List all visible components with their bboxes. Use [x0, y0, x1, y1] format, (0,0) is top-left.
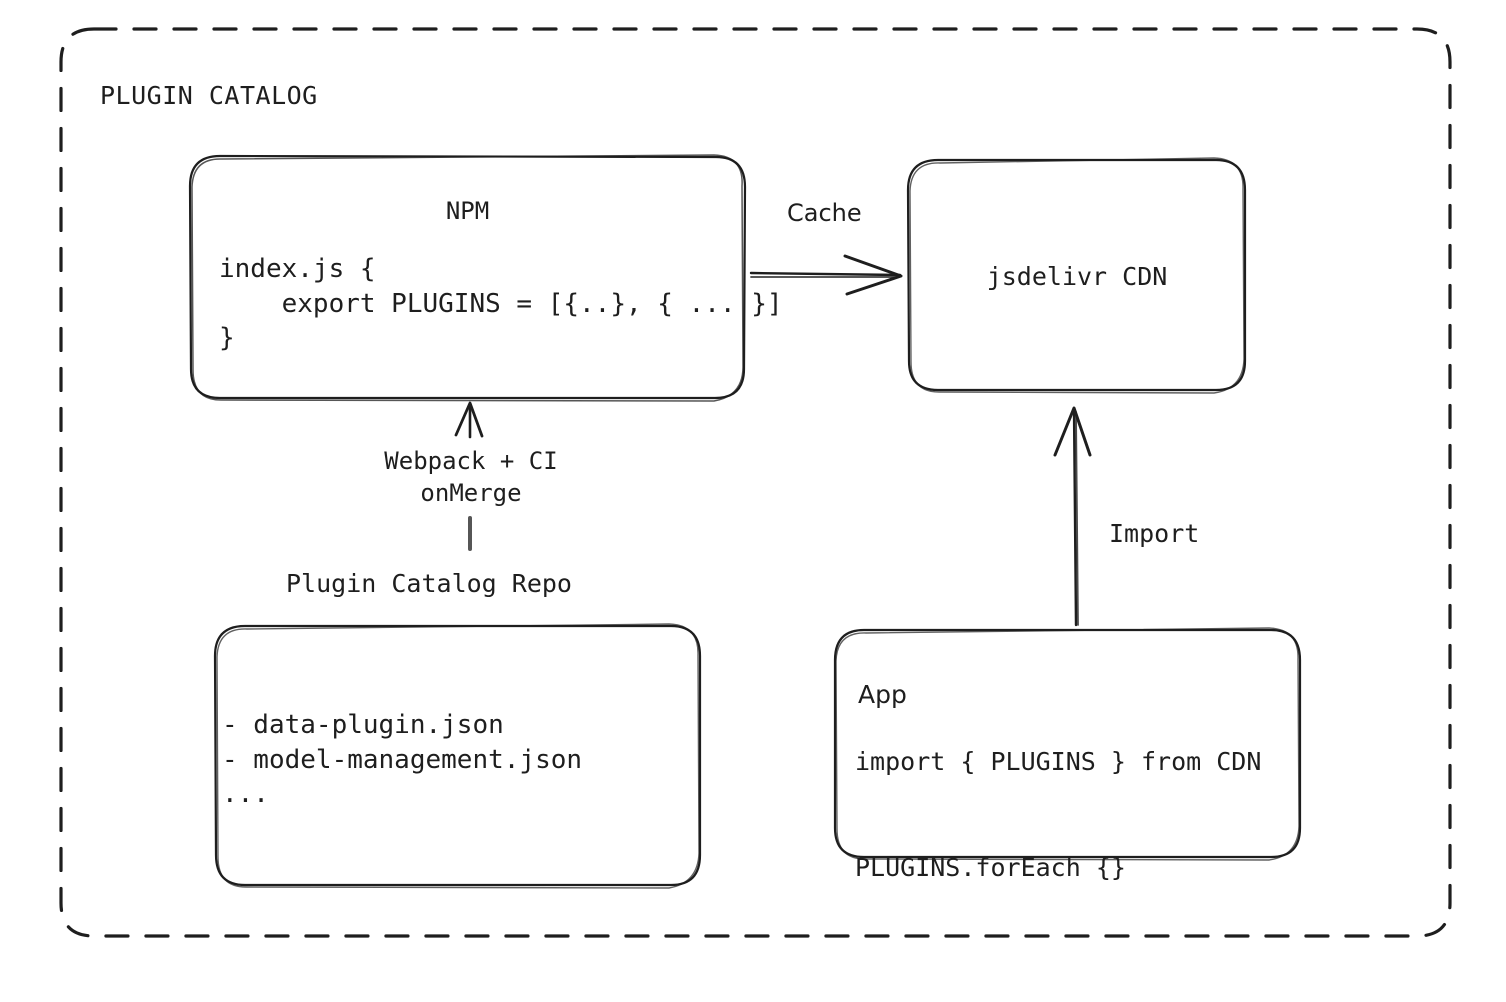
build-edge-label: Webpack + CI onMerge [384, 447, 558, 508]
import-arrow [1053, 406, 1092, 627]
repo-node-label: Plugin Catalog Repo [286, 569, 572, 598]
npm-node-title: NPM [445, 197, 490, 225]
cdn-node-title: jsdelivr CDN [986, 262, 1168, 291]
cache-edge-label: Cache [787, 199, 862, 227]
repo-node-code: - data-plugin.json - model-management.js… [222, 710, 583, 810]
app-node-code: import { PLUGINS } from CDN PLUGINS.forE… [855, 747, 1262, 882]
npm-node-code: index.js { export PLUGINS = [{..}, { ...… [219, 254, 783, 354]
import-edge-label: Import [1109, 519, 1200, 548]
app-node-title: App [858, 680, 907, 709]
plugin-catalog-title: PLUGIN CATALOG [100, 81, 318, 110]
